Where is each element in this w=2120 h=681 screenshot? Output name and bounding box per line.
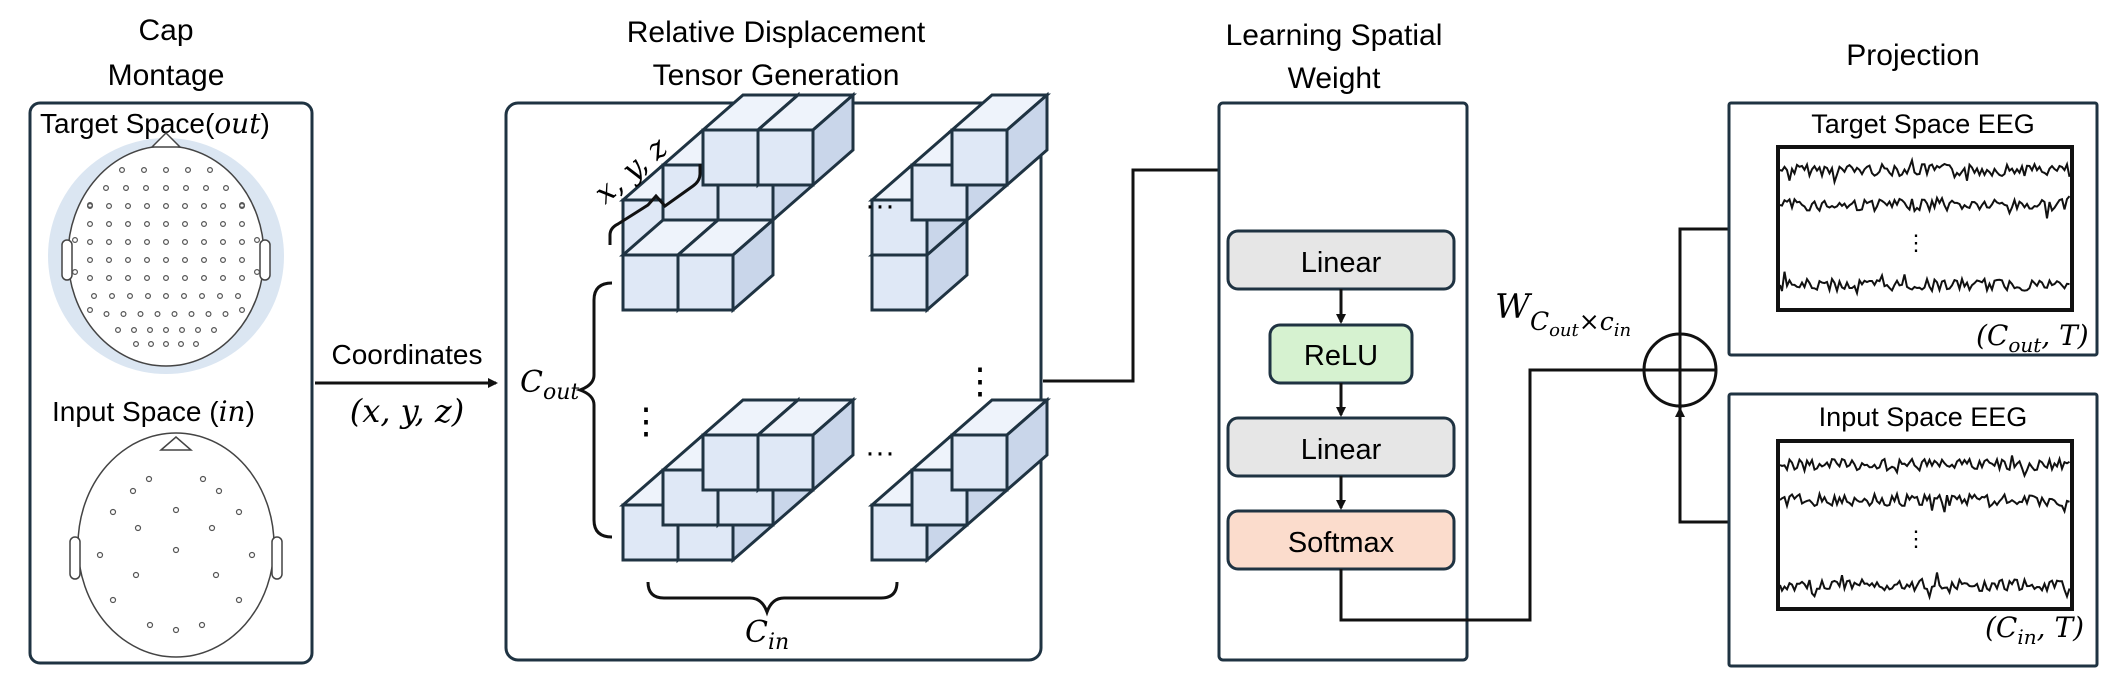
linear-layer-1-label: Linear (1301, 247, 1382, 279)
c-out-label: Cout (520, 365, 579, 405)
linear-layer-2-label: Linear (1301, 434, 1382, 466)
mlp-panel: Learning Spatial Weight Linear ReLU Line… (1217, 19, 1469, 662)
coordinates-label: Coordinates (332, 339, 483, 370)
cap-title-line2: Montage (108, 59, 225, 92)
horizontal-ellipsis-bottom: ··· (865, 436, 895, 469)
target-head-icon (48, 131, 284, 374)
horizontal-ellipsis-top: ··· (865, 189, 895, 222)
weight-matrix-label: WCout×cin (1495, 287, 1631, 341)
eeg-wave-icon (1779, 156, 2071, 297)
projection-title: Projection (1846, 39, 1979, 72)
vertical-ellipsis-left: ⋮ (628, 400, 664, 441)
target-eeg-label: Target Space EEG (1811, 109, 2035, 139)
c-in-label: Cin (745, 615, 789, 655)
tensor-panel: Relative Displacement Tensor Generation … (504, 16, 1049, 662)
mlp-title-line1: Learning Spatial (1226, 19, 1443, 52)
target-shape-label: (Cout, T) (1976, 319, 2089, 357)
mlp-title-line2: Weight (1288, 62, 1381, 95)
softmax-layer-label: Softmax (1288, 527, 1395, 559)
tensor-title-line1: Relative Displacement (627, 16, 926, 49)
coordinates-tuple: (x, y, z) (350, 392, 464, 430)
relu-layer-label: ReLU (1304, 340, 1378, 372)
vertical-ellipsis-right: ⋮ (962, 360, 998, 401)
tensor-title-line2: Tensor Generation (653, 59, 900, 92)
input-head-icon (69, 432, 283, 658)
input-eeg-label: Input Space EEG (1819, 402, 2028, 432)
target-space-label: Target Space(out) (40, 107, 270, 140)
cap-title-line1: Cap (138, 14, 193, 47)
projection-panel: Projection Target Space EEG ⋮ (Cout, T) … (1727, 39, 2099, 668)
target-channel-ellipsis: ⋮ (1905, 230, 1927, 255)
input-shape-label: (Cin, T) (1985, 611, 2084, 649)
eeg-wave-icon (1779, 455, 2071, 601)
cap-montage-panel: Cap Montage Target Space(out) Input Spac… (28, 14, 314, 665)
input-channel-ellipsis: ⋮ (1905, 526, 1927, 551)
coordinates-arrow: Coordinates (x, y, z) (315, 339, 498, 430)
xyz-brace (608, 164, 702, 245)
c-in-brace (646, 581, 899, 617)
input-space-label: Input Space (in) (52, 395, 255, 428)
c-out-brace (575, 281, 613, 539)
sum-circle-icon (1642, 332, 1718, 408)
